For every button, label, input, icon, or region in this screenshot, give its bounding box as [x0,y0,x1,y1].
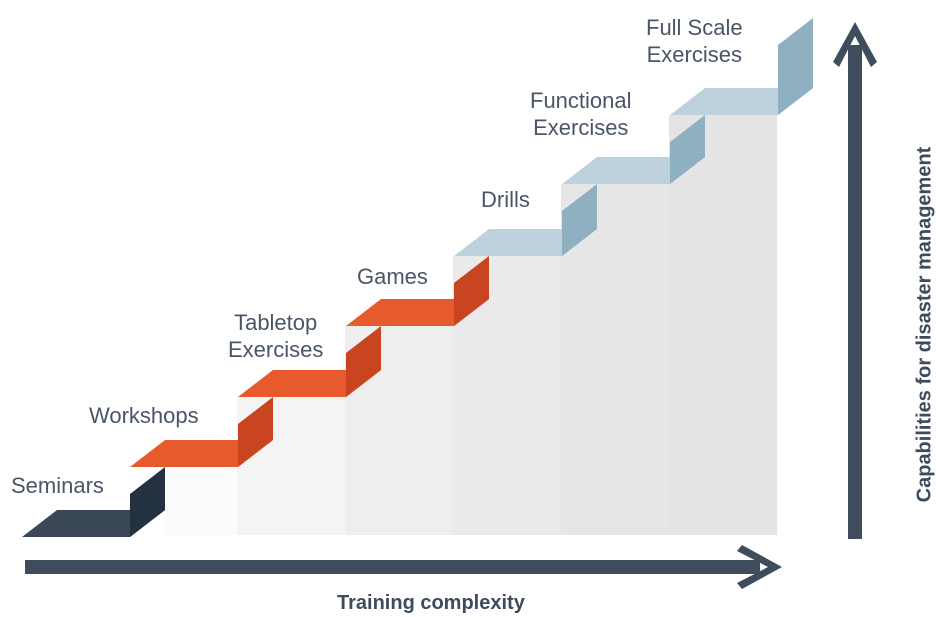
step-seminars [22,467,165,537]
label-workshops: Workshops [89,403,199,428]
seminars-riser [130,467,165,537]
fullscale-riser [778,18,813,115]
workshops-riser [238,397,273,467]
fullscale-tread [670,88,813,115]
x-axis-arrow [25,545,782,589]
workshops-tread [130,440,273,467]
step-games [346,256,489,326]
label-functional: Functional Exercises [530,88,632,140]
step-fullscale [670,18,813,115]
functional-riser [670,115,705,184]
label-games: Games [357,264,428,289]
drills-riser [562,184,597,256]
wall-fullscale [669,115,777,535]
step-functional [562,115,705,184]
games-tread [346,299,489,326]
step-walls [165,115,777,535]
tabletop-tread [238,370,381,397]
seminars-tread [22,510,165,537]
tabletop-riser [346,326,381,397]
games-riser [454,256,489,326]
wall-workshops [165,467,237,535]
step-drills [454,184,597,256]
drills-tread [454,229,597,256]
label-drills: Drills [481,187,530,212]
step-workshops [130,397,273,467]
y-axis-label: Capabilities for disaster management [913,146,936,503]
y-axis-arrow [833,22,877,539]
label-fullscale: Full Scale Exercises [646,15,743,67]
step-tabletop [238,326,381,397]
label-seminars: Seminars [11,473,104,498]
functional-tread [562,157,705,184]
label-tabletop: Tabletop Exercises [228,310,324,362]
x-axis-label: Training complexity [337,592,525,614]
